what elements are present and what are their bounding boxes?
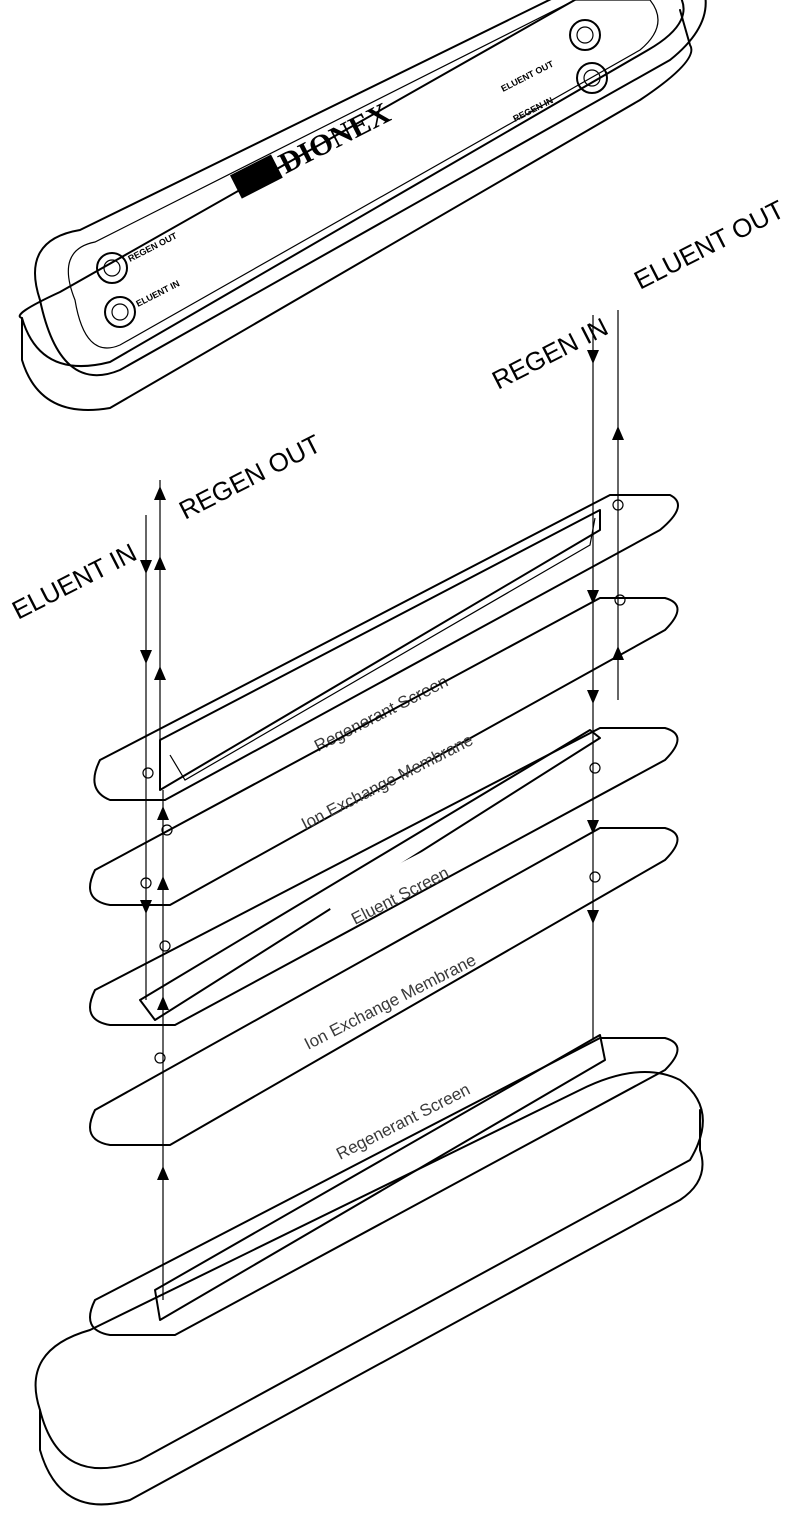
port-eluent-in[interactable]: ELUENT IN — [104, 278, 181, 328]
port-label-regen-out: REGEN OUT — [126, 230, 179, 263]
flow-arrows — [140, 350, 624, 1180]
top-cap: DIONEX REGEN OUT ELUENT IN ELUENT OUT RE… — [18, 0, 707, 411]
flow-label-eluent-out: ELUENT OUT — [629, 194, 789, 295]
layer-ion-exchange-membrane-top: Ion Exchange Membrane — [89, 594, 679, 906]
bottom-cap — [34, 1071, 704, 1506]
port-label-eluent-out: ELUENT OUT — [499, 59, 555, 94]
port-label-regen-in: REGEN IN — [511, 95, 554, 124]
brand-name: DIONEX — [274, 96, 396, 180]
flow-label-eluent-in: ELUENT IN — [7, 537, 141, 625]
flow-label-regen-out: REGEN OUT — [174, 428, 325, 525]
layer-label-ion-exchange-membrane-bottom: Ion Exchange Membrane — [301, 950, 479, 1053]
dionex-logo: DIONEX — [230, 96, 396, 199]
port-label-eluent-in: ELUENT IN — [134, 278, 181, 308]
port-regen-out[interactable]: REGEN OUT — [96, 230, 179, 284]
layer-regenerant-screen-top: Regenerant Screen — [93, 494, 679, 801]
layer-label-regenerant-screen-bottom: Regenerant Screen — [333, 1080, 473, 1164]
layer-regenerant-screen-bottom: Regenerant Screen — [89, 1034, 679, 1336]
